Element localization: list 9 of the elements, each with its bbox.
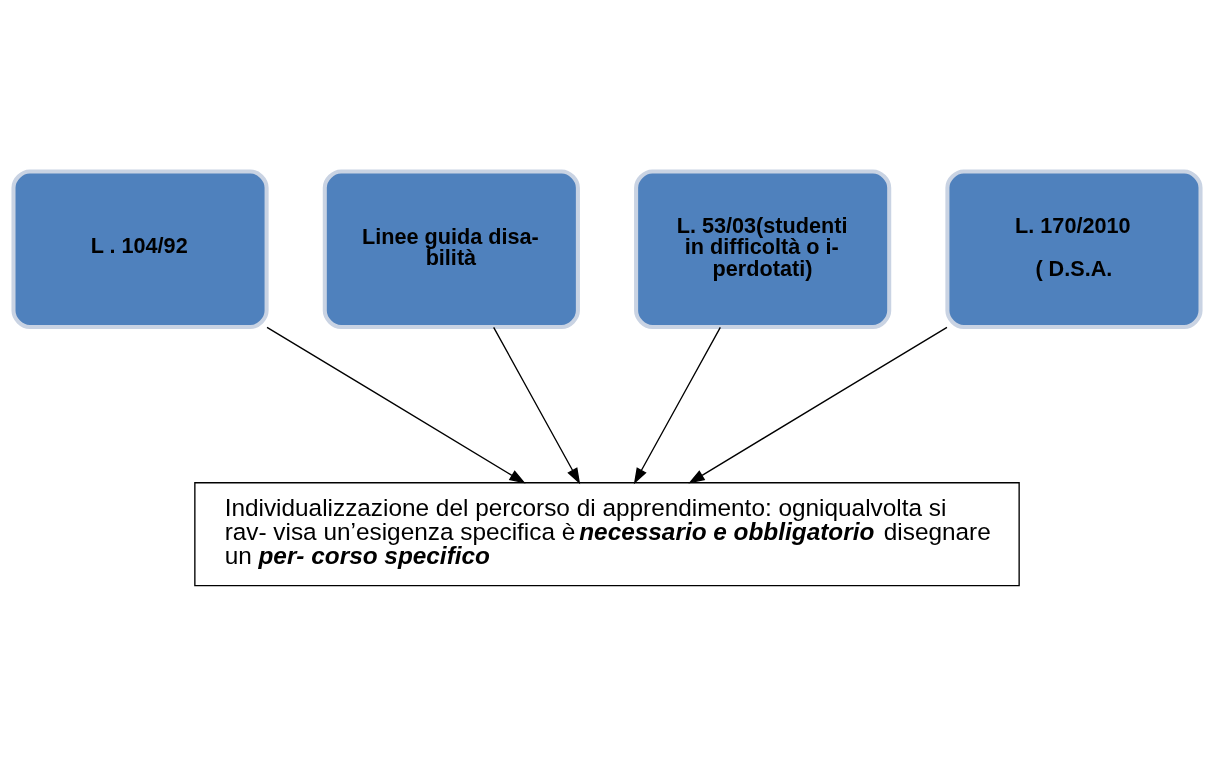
arrow <box>688 326 948 484</box>
node-box: L. 53/03(studenti in difficoltà o i- perdotati) <box>634 169 892 330</box>
node-box: Individualizzazione del percorso di apprendimento: ogniqualvolta si rav- visa un’esigenza specifica è necessario e obbligatorio disegnare un per- corso specifico <box>194 482 1020 587</box>
node-box: Linee guida disa- bilità <box>322 169 580 330</box>
node-box: L . 104/92 <box>11 169 269 330</box>
arrow <box>633 326 721 485</box>
node-box: L. 170/2010 ( D.S.A. <box>945 169 1203 330</box>
arrow <box>266 326 526 484</box>
arrow <box>493 326 581 485</box>
